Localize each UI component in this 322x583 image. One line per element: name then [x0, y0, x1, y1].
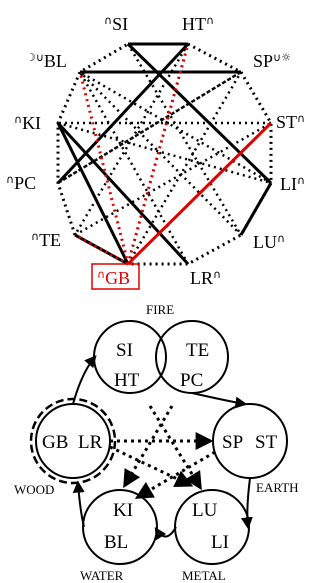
dodecagon-diagram: ∩SI HT∩ SP∪☼ ST∩ LI∩ LU∩ LR∩ ∩GB ∩TE ∩PC…: [6, 14, 305, 290]
node-sp: SP∪☼: [253, 51, 291, 71]
node-li: LI∩: [280, 174, 305, 194]
node-bl: ☽∪BL: [26, 51, 67, 71]
organ-pc: PC: [180, 370, 203, 391]
red-connections: [74, 43, 273, 266]
organ-lr: LR: [78, 432, 103, 453]
node-ht: HT∩: [182, 14, 214, 34]
organ-bl: BL: [104, 532, 128, 553]
element-metal-label: METAL: [182, 568, 226, 583]
node-te: ∩TE: [31, 230, 61, 250]
node-si: ∩SI: [104, 14, 128, 34]
node-lr: LR∩: [190, 268, 221, 288]
node-labels: ∩SI HT∩ SP∪☼ ST∩ LI∩ LU∩ LR∩ ∩GB ∩TE ∩PC…: [6, 14, 305, 290]
generating-cycle-arrows: [72, 355, 253, 541]
node-st: ST∩: [276, 112, 305, 132]
gb-highlight-box: [91, 263, 140, 290]
element-earth-label: EARTH: [256, 480, 299, 495]
element-wood-label: WOOD: [14, 482, 54, 497]
organ-si: SI: [116, 340, 133, 361]
organ-ki: KI: [113, 500, 133, 521]
five-elements-diagram: FIRE EARTH WOOD WATER METAL: [14, 302, 299, 583]
node-ki: ∩KI: [14, 113, 41, 133]
controlling-cycle-arrows: [109, 405, 216, 499]
element-fire-label: FIRE: [146, 302, 174, 317]
organ-sp: SP: [222, 432, 243, 453]
node-gb: ∩GB: [97, 268, 130, 288]
organ-lu: LU: [192, 500, 218, 521]
node-lu: LU∩: [253, 232, 285, 252]
organ-ht: HT: [114, 370, 140, 391]
organ-te: TE: [186, 340, 209, 361]
organ-st: ST: [255, 432, 278, 453]
organ-li: LI: [211, 532, 229, 553]
organ-labels: SI TE HT PC SP ST LU LI KI BL GB LR: [42, 340, 278, 553]
element-water-label: WATER: [80, 568, 124, 583]
organ-gb: GB: [42, 432, 68, 453]
node-pc: ∩PC: [6, 173, 36, 193]
